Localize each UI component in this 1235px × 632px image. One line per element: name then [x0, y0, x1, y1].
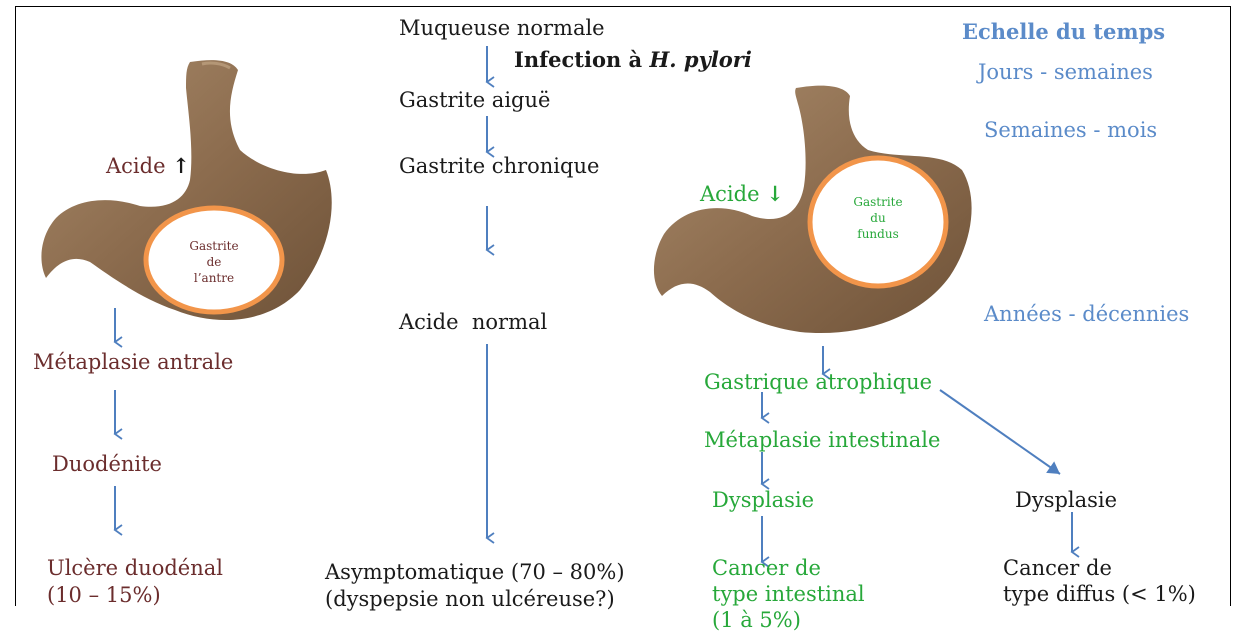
timescale-days-weeks: Jours - semaines [978, 60, 1153, 84]
acid-down-arrow-icon: ↓ [766, 181, 784, 206]
chronic-gastritis-label: Gastrite chronique [399, 154, 599, 178]
cancer-diffuse-line2: type diffus (< 1%) [1003, 582, 1196, 606]
asymptomatic-line1: Asymptomatique (70 – 80%) [325, 560, 625, 584]
right-circle-line3: fundus [832, 226, 924, 242]
cancer-intestinal-line3: (1 à 5%) [712, 608, 801, 632]
infection-organism: H. pylori [649, 47, 751, 72]
left-circle-line2: de [168, 254, 260, 270]
dysplasia-diffuse-label: Dysplasie [1015, 488, 1117, 512]
right-circle-label: Gastrite du fundus [832, 194, 924, 243]
normal-mucosa-label: Muqueuse normale [399, 16, 605, 40]
left-acid-text: Acide [106, 154, 166, 178]
left-acid-label: Acide ↑ [106, 154, 190, 178]
timescale-title: Echelle du temps [962, 20, 1165, 44]
left-circle-label: Gastrite de l’antre [168, 238, 260, 287]
infection-prefix: Infection à [514, 47, 649, 72]
cancer-intestinal-line2: type intestinal [712, 582, 865, 606]
cancer-diffuse-line1: Cancer de [1003, 556, 1112, 580]
acute-gastritis-label: Gastrite aiguë [399, 88, 550, 112]
acid-up-arrow-icon: ↑ [172, 153, 190, 178]
intestinal-metaplasia-label: Métaplasie intestinale [704, 428, 940, 452]
ulcer-line1: Ulcère duodénal [47, 556, 223, 580]
antral-metaplasia-label: Métaplasie antrale [33, 350, 233, 374]
normal-acid-label: Acide normal [399, 310, 547, 334]
right-acid-label: Acide ↓ [700, 182, 784, 206]
ulcer-line2: (10 – 15%) [47, 583, 161, 607]
timescale-years-decades: Années - décennies [984, 302, 1189, 326]
duodenitis-label: Duodénite [52, 452, 162, 476]
timescale-weeks-months: Semaines - mois [984, 118, 1157, 142]
cancer-intestinal-line1: Cancer de [712, 556, 821, 580]
right-circle-line1: Gastrite [832, 194, 924, 210]
atrophic-gastritis-label: Gastrique atrophique [704, 370, 932, 394]
dysplasia-intestinal-label: Dysplasie [712, 488, 814, 512]
asymptomatic-line2: (dyspepsie non ulcéreuse?) [325, 587, 615, 611]
right-acid-text: Acide [700, 182, 760, 206]
infection-label: Infection à H. pylori [514, 48, 752, 72]
right-circle-line2: du [832, 210, 924, 226]
arrow-atrophic-to-diffuse-dysplasia [940, 390, 1060, 474]
left-circle-line1: Gastrite [168, 238, 260, 254]
left-circle-line3: l’antre [168, 270, 260, 286]
